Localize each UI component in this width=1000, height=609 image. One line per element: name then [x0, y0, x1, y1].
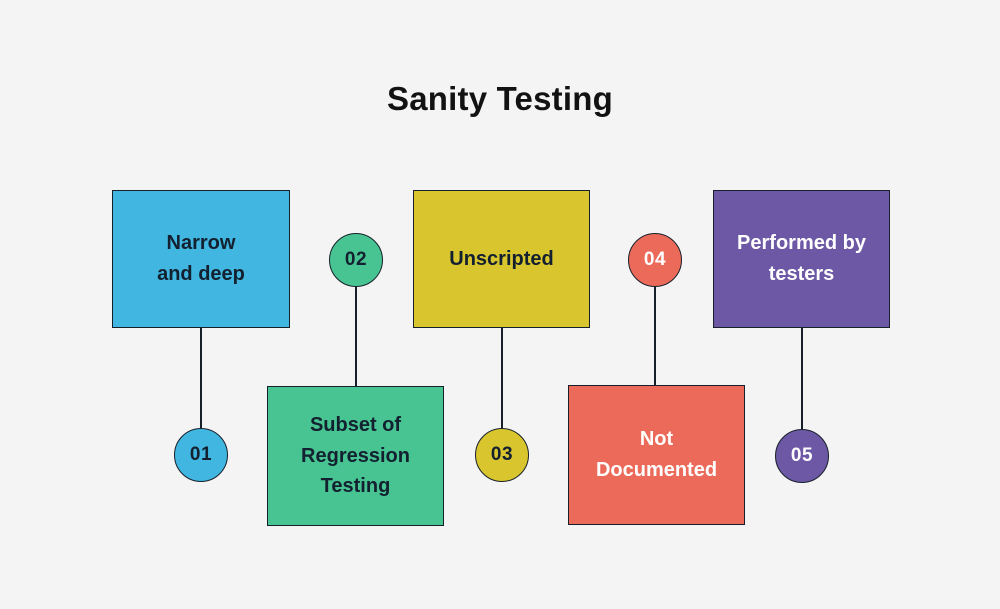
topic-box-subset-of-regression-testing: Subset of Regression Testing — [267, 386, 444, 526]
topic-box-label: Subset of Regression Testing — [301, 414, 410, 498]
step-circle-04: 04 — [628, 233, 682, 287]
step-number: 03 — [490, 444, 514, 465]
step-circle-05: 05 — [775, 429, 829, 483]
connector-line-4 — [654, 287, 656, 385]
step-number: 04 — [643, 249, 667, 270]
topic-box-not-documented: Not Documented — [568, 385, 745, 525]
connector-line-3 — [501, 328, 503, 428]
topic-box-label: Narrow and deep — [157, 232, 245, 285]
connector-line-5 — [801, 328, 803, 429]
connector-line-1 — [200, 328, 202, 428]
step-circle-02: 02 — [329, 233, 383, 287]
step-number: 02 — [344, 249, 368, 270]
step-circle-01: 01 — [174, 428, 228, 482]
connector-line-2 — [355, 287, 357, 386]
topic-box-label: Unscripted — [449, 247, 554, 270]
step-number: 05 — [790, 445, 814, 466]
topic-box-label: Not Documented — [595, 428, 718, 481]
topic-box-narrow-and-deep: Narrow and deep — [112, 190, 290, 328]
topic-box-label: Performed by testers — [737, 232, 866, 285]
page-title: Sanity Testing — [387, 80, 613, 117]
topic-box-performed-by-testers: Performed by testers — [713, 190, 890, 328]
topic-box-unscripted: Unscripted — [413, 190, 590, 328]
step-circle-03: 03 — [475, 428, 529, 482]
step-number: 01 — [189, 444, 213, 465]
